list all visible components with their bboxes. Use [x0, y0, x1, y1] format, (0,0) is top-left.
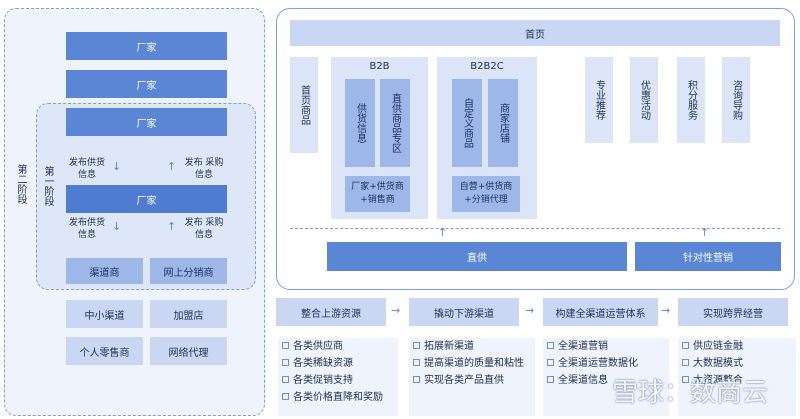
service-box-1: 优惠活动: [630, 57, 658, 143]
checkbox-icon: [682, 359, 689, 366]
list-item: 各类供应商: [278, 338, 398, 355]
service-box-3: 咨询导购: [722, 57, 750, 143]
channel-dealer-box: 渠道商: [66, 258, 143, 284]
home-goods-box: 首页商品: [290, 57, 318, 153]
list-item: 各类促销支持: [278, 372, 398, 389]
stage1-label: 第一阶段: [42, 166, 53, 206]
list-item: 大数据模式: [678, 355, 796, 372]
direct-supply-bar: 直供: [327, 242, 627, 271]
list-item: 大资源整合: [678, 372, 796, 389]
b2b2c-title: B2B2C: [470, 60, 504, 72]
b2b2c-footer-box: 自营+供货商+分销代理: [452, 176, 520, 212]
list-item: 全渠道信息: [543, 372, 669, 389]
service-box-0: 专业推荐: [585, 57, 613, 143]
checkbox-icon: [413, 342, 420, 349]
list-item: 全渠道运营数据化: [543, 355, 669, 372]
publish-purchase-bottom: 发布 采购信息: [184, 218, 224, 240]
list-item: 各类稀缺资源: [278, 355, 398, 372]
arrow-right-icon: →: [525, 304, 535, 317]
network-agent-box: 网络代理: [150, 337, 227, 365]
individual-retailer-box: 个人零售商: [66, 337, 143, 365]
checkbox-icon: [682, 342, 689, 349]
arrow-up-icon: ↑: [438, 226, 448, 239]
flow-list-3: 供应链金融 大数据模式 大资源整合: [678, 338, 796, 416]
checkbox-icon: [282, 393, 289, 400]
flow-step-2: 构建全渠道运营体系: [543, 298, 658, 326]
factory-box-3: 厂家: [66, 108, 227, 136]
arrow-right-icon: →: [391, 304, 401, 317]
arrow-up-icon: ↑: [167, 220, 177, 233]
list-item: 提高渠道的质量和粘性: [409, 355, 535, 372]
flow-list-1: 拓展新渠道 提高渠道的质量和粘性 实现各类产品直供: [409, 338, 535, 416]
checkbox-icon: [547, 376, 554, 383]
stage2-label: 第二阶段: [15, 164, 26, 204]
home-bar: 首页: [290, 20, 780, 46]
direct-zone-box: 直供商品专区: [380, 79, 410, 167]
list-item: 供应链金融: [678, 338, 796, 355]
list-item: 拓展新渠道: [409, 338, 535, 355]
factory-core-box: 厂家: [66, 185, 227, 213]
supply-info-box: 供货信息: [345, 79, 375, 167]
arrow-up-icon: ↑: [700, 226, 710, 239]
arrow-right-icon: →: [661, 304, 671, 317]
custom-goods-box: 自定义商品: [452, 79, 482, 167]
targeted-marketing-bar: 针对性营销: [635, 242, 781, 271]
flow-step-3: 实现跨界经营: [678, 298, 788, 326]
list-item: 全渠道营销: [543, 338, 669, 355]
arrow-down-icon: ↓: [112, 160, 122, 173]
merchant-shop-box: 商家店铺: [488, 79, 518, 167]
online-distributor-box: 网上分销商: [150, 258, 227, 284]
publish-supply-top: 发布供货信息: [68, 158, 105, 180]
arrow-up-icon: ↑: [167, 160, 177, 173]
b2b-footer-box: 厂家+供货商+销售商: [345, 176, 410, 212]
list-item: 实现各类产品直供: [409, 372, 535, 389]
publish-supply-bottom: 发布供货信息: [68, 218, 105, 240]
checkbox-icon: [682, 376, 689, 383]
checkbox-icon: [547, 342, 554, 349]
small-channel-box: 中小渠道: [66, 300, 143, 328]
checkbox-icon: [413, 376, 420, 383]
flow-step-1: 撬动下游渠道: [409, 298, 519, 326]
factory-box-1: 厂家: [66, 32, 227, 60]
flow-step-0: 整合上游资源: [276, 298, 386, 326]
watermark: 雪球：数商云: [612, 378, 769, 408]
flow-list-2: 全渠道营销 全渠道运营数据化 全渠道信息: [543, 338, 669, 416]
flow-list-0: 各类供应商 各类稀缺资源 各类促销支持 各类价格直降和奖励: [278, 338, 398, 416]
checkbox-icon: [282, 342, 289, 349]
b2b-title: B2B: [369, 60, 390, 72]
checkbox-icon: [413, 359, 420, 366]
checkbox-icon: [547, 359, 554, 366]
arrow-down-icon: ↓: [112, 220, 122, 233]
publish-purchase-top: 发布 采购信息: [184, 158, 224, 180]
separator-line: [290, 228, 780, 229]
list-item: 各类价格直降和奖励: [278, 389, 398, 406]
franchise-store-box: 加盟店: [150, 300, 227, 328]
checkbox-icon: [282, 376, 289, 383]
factory-box-2: 厂家: [66, 70, 227, 98]
checkbox-icon: [282, 359, 289, 366]
service-box-2: 积分服务: [677, 57, 705, 143]
